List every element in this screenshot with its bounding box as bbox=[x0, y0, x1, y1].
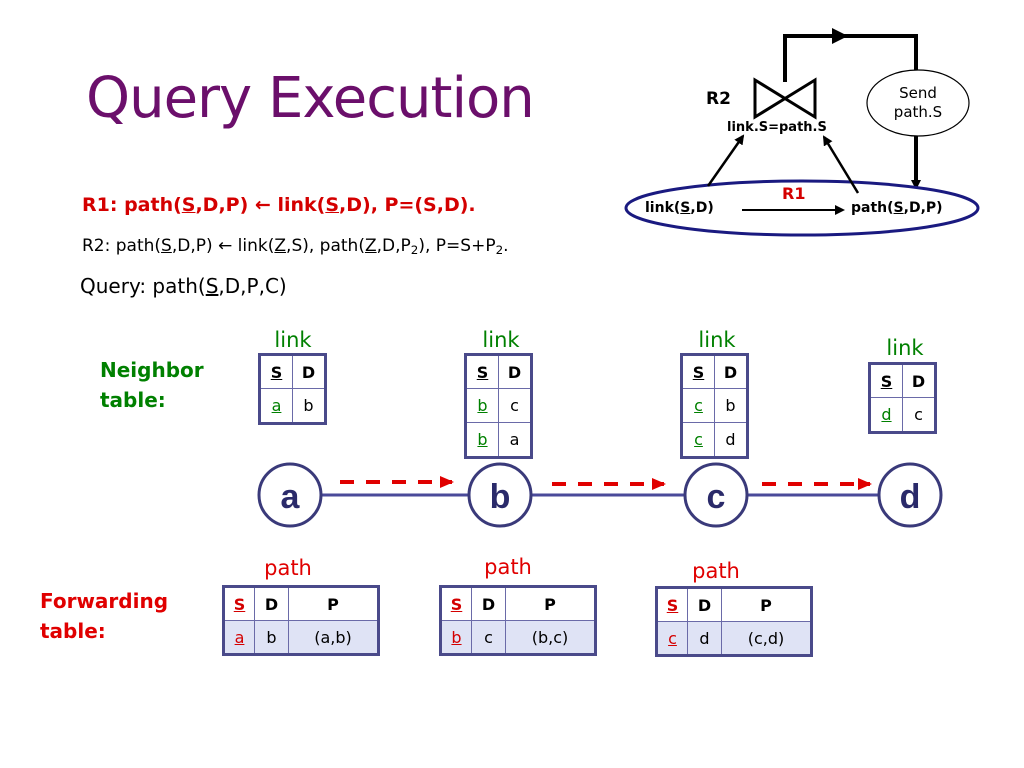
query-text: Query: path(S,D,P,C) bbox=[80, 274, 287, 298]
table-row: a b (a,b) bbox=[223, 620, 379, 655]
link-table-label-d: link bbox=[886, 336, 924, 360]
path-predicate: path(S,D,P) bbox=[851, 200, 943, 216]
header-s: S bbox=[259, 354, 293, 389]
table-row: d c bbox=[869, 397, 936, 433]
link-table-b: S D b c b a bbox=[464, 353, 533, 459]
r1-label: R1 bbox=[782, 184, 806, 203]
table-row: b c bbox=[465, 388, 532, 423]
feedback-arrowhead bbox=[832, 28, 848, 44]
table-row: b c (b,c) bbox=[440, 620, 596, 655]
table-row: c b bbox=[681, 388, 748, 423]
header-s: S bbox=[656, 587, 688, 622]
header-s: S bbox=[465, 354, 499, 389]
header-d: D bbox=[498, 354, 532, 389]
link-table-label-a: link bbox=[274, 328, 312, 352]
link-table-label-c: link bbox=[698, 328, 736, 352]
rule-r1: R1: path(S,D,P) ← link(S,D), P=(S,D). bbox=[82, 194, 476, 216]
path-table-label-c: path bbox=[692, 559, 740, 583]
r2-label: R2 bbox=[706, 89, 731, 109]
header-s: S bbox=[223, 586, 255, 621]
link-table-label-b: link bbox=[482, 328, 520, 352]
table-row: a b bbox=[259, 388, 326, 424]
link-to-join-arrow bbox=[706, 134, 745, 187]
path-table-label-a: path bbox=[264, 556, 312, 580]
header-d: D bbox=[254, 586, 289, 621]
join-icon bbox=[753, 77, 817, 120]
header-d: D bbox=[687, 587, 722, 622]
feedback-loop-line bbox=[783, 34, 918, 82]
link-table-d: S D d c bbox=[868, 362, 937, 434]
send-label: Send path.S bbox=[893, 84, 943, 121]
path-table-label-b: path bbox=[484, 555, 532, 579]
link-predicate: link(S,D) bbox=[645, 200, 714, 216]
header-s: S bbox=[869, 363, 903, 398]
svg-text:d: d bbox=[900, 478, 921, 516]
path-table-a: S D P a b (a,b) bbox=[222, 585, 380, 656]
node-a: a bbox=[257, 462, 323, 528]
path-table-b: S D P b c (b,c) bbox=[439, 585, 597, 656]
header-s: S bbox=[681, 354, 715, 389]
left-arrow-icon: ← bbox=[218, 236, 233, 256]
header-p: P bbox=[505, 586, 596, 621]
join-condition-label: link.S=path.S bbox=[727, 120, 827, 135]
send-node bbox=[866, 69, 970, 137]
forwarding-table-label: Forwarding table: bbox=[40, 589, 169, 643]
svg-text:b: b bbox=[490, 478, 511, 516]
left-arrow-icon: ← bbox=[254, 194, 271, 216]
header-d: D bbox=[292, 354, 326, 389]
node-d: d bbox=[877, 462, 943, 528]
node-b: b bbox=[467, 462, 533, 528]
header-d: D bbox=[471, 586, 506, 621]
page-title: Query Execution bbox=[86, 66, 535, 131]
link-table-a: S D a b bbox=[258, 353, 327, 425]
table-row: c d (c,d) bbox=[656, 621, 812, 656]
table-row: b a bbox=[465, 422, 532, 458]
r1-ellipse bbox=[624, 179, 980, 237]
header-s: S bbox=[440, 586, 472, 621]
table-row: c d bbox=[681, 422, 748, 458]
svg-text:a: a bbox=[281, 478, 301, 516]
header-p: P bbox=[288, 586, 379, 621]
neighbor-table-label: Neighbor table: bbox=[100, 358, 204, 412]
path-to-join-arrow bbox=[822, 135, 860, 194]
header-d: D bbox=[902, 363, 936, 398]
rule-r2: R2: path(S,D,P) ← link(Z,S), path(Z,D,P2… bbox=[82, 236, 509, 257]
link-table-c: S D c b c d bbox=[680, 353, 749, 459]
path-table-c: S D P c d (c,d) bbox=[655, 586, 813, 657]
header-p: P bbox=[721, 587, 812, 622]
svg-text:c: c bbox=[707, 478, 726, 516]
header-d: D bbox=[714, 354, 748, 389]
node-c: c bbox=[683, 462, 749, 528]
